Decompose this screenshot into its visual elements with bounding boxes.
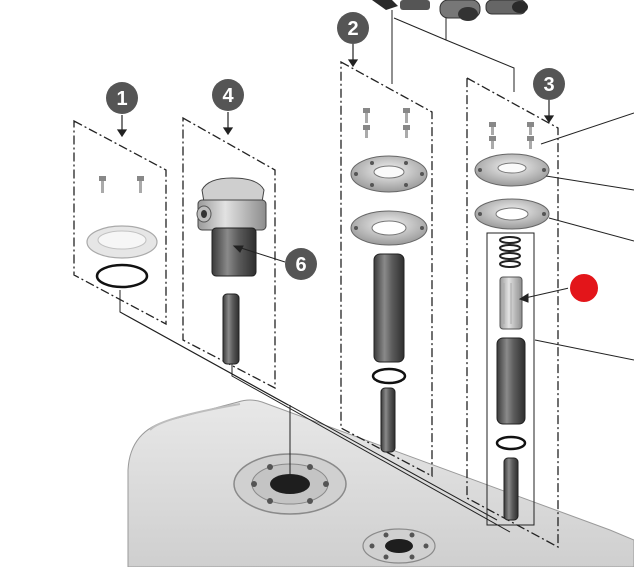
tank-port-flange — [233, 453, 347, 515]
callout-label-1: 1 — [116, 88, 127, 110]
callout-label-3: 3 — [543, 74, 554, 96]
screw-icon — [363, 108, 410, 138]
connector-lines — [119, 10, 515, 533]
assembly-frame-3 — [466, 76, 559, 549]
leader-arrow-highlight — [518, 287, 570, 303]
assembly-2-parts — [350, 108, 428, 453]
callout-label-6: 6 — [295, 254, 306, 276]
callout-badge-2: 2 — [337, 12, 369, 44]
callout-badge-1: 1 — [106, 82, 138, 114]
callout-badge-4: 4 — [212, 79, 244, 111]
leader-arrow-6 — [232, 245, 286, 263]
callout-badge-6: 6 — [285, 248, 317, 280]
top-manifold-fitting — [372, 0, 528, 21]
screw-icon — [99, 176, 144, 193]
callout-badge-3: 3 — [533, 68, 565, 100]
highlight-marker[interactable] — [568, 272, 600, 304]
assembly-frame-2 — [340, 60, 433, 478]
assembly-frame-4 — [182, 116, 276, 390]
callout-label-4: 4 — [222, 85, 234, 107]
assembly-3-parts — [474, 122, 550, 526]
tank-port-flange-secondary — [362, 528, 436, 564]
callout-pointer-arrows — [116, 44, 555, 138]
callout-label-2: 2 — [347, 18, 358, 40]
assembly-4-parts — [196, 177, 267, 365]
leader-lines-right — [534, 112, 634, 361]
spring-icon — [499, 236, 521, 268]
assembly-1-parts — [86, 176, 158, 289]
assembly-frame-1 — [73, 119, 167, 326]
screw-icon — [489, 122, 534, 149]
